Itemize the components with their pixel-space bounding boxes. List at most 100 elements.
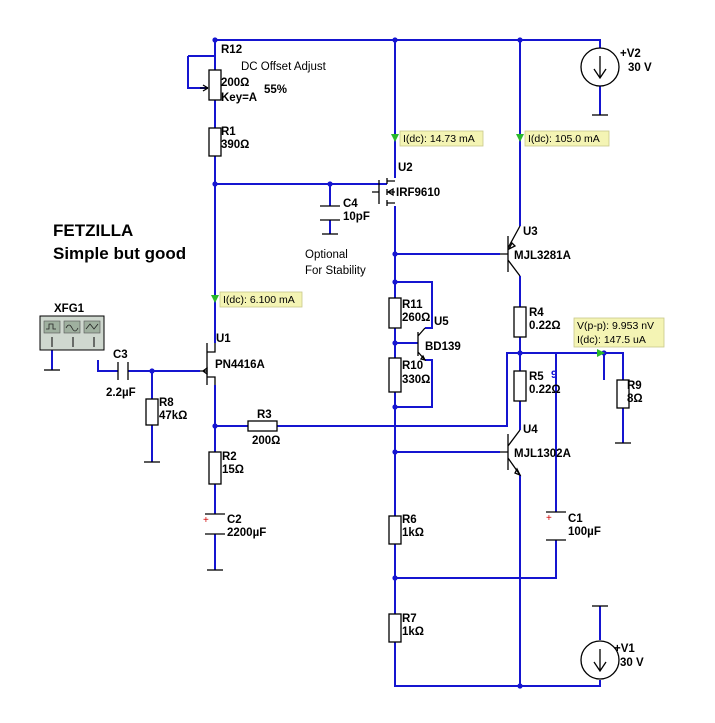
r5-body	[513, 370, 527, 402]
r12-pct: 55%	[264, 84, 287, 96]
c3-value: 2.2µF	[106, 387, 136, 399]
probe-u1-current[interactable]: I(dc): 6.100 mA	[211, 291, 303, 308]
c3-plates	[117, 362, 129, 380]
net-label: 9	[551, 369, 557, 381]
ground-symbols	[44, 114, 631, 607]
r10-body	[388, 357, 402, 393]
c2-plates	[205, 513, 225, 535]
r5-value: 0.22Ω	[529, 384, 561, 396]
u5-ref: U5	[434, 316, 449, 328]
c1-plates	[546, 511, 566, 541]
xfg1-ref: XFG1	[54, 303, 85, 315]
r12-wiper-arrow	[200, 84, 209, 92]
r3-ref: R3	[257, 409, 272, 421]
r2-value: 15Ω	[222, 464, 244, 476]
r10-value: 330Ω	[402, 374, 430, 386]
u5-transistor-symbol	[417, 327, 427, 361]
sine-wave-icon	[65, 324, 79, 332]
u5-part: BD139	[425, 341, 461, 353]
c4-ref: C4	[343, 198, 358, 210]
r9-ref: R9	[627, 380, 642, 392]
r9-value: 8Ω	[627, 393, 643, 405]
u1-part: PN4416A	[215, 359, 265, 371]
r11-body	[388, 297, 402, 329]
r10-ref: R10	[402, 360, 423, 372]
v2-value: 30 V	[628, 62, 652, 74]
c1-plus-sign: +	[546, 513, 552, 524]
component-labels: R12 DC Offset Adjust 200Ω Key=A 55% R1 3…	[54, 44, 652, 669]
c3-ref: C3	[113, 349, 128, 361]
r2-ref: R2	[222, 451, 237, 463]
svg-text:I(dc): 105.0 mA: I(dc): 105.0 mA	[528, 133, 600, 145]
r1-ref: R1	[221, 126, 236, 138]
u2-mosfet-symbol	[372, 178, 395, 206]
v2-dc-source	[580, 47, 620, 87]
r8-body	[145, 398, 159, 426]
u4-ref: U4	[523, 424, 538, 436]
r12-key: Key=A	[221, 92, 257, 104]
r5-ref: R5	[529, 371, 544, 383]
c1-value: 100µF	[568, 526, 601, 538]
r8-ref: R8	[159, 397, 174, 409]
r3-body	[247, 420, 278, 432]
c4-value: 10pF	[343, 211, 370, 223]
r12-ref: R12	[221, 44, 242, 56]
r11-ref: R11	[402, 299, 423, 311]
triangle-wave-icon	[85, 323, 99, 330]
svg-text:I(dc): 147.5 uA: I(dc): 147.5 uA	[577, 334, 646, 346]
r6-body	[388, 515, 402, 545]
r1-body	[208, 127, 222, 157]
u1-jfet-symbol	[200, 343, 216, 385]
c2-ref: C2	[227, 514, 242, 526]
r7-value: 1kΩ	[402, 626, 424, 638]
svg-text:I(dc): 14.73 mA: I(dc): 14.73 mA	[403, 133, 475, 145]
r4-ref: R4	[529, 307, 544, 319]
probe-u3-current[interactable]: I(dc): 105.0 mA	[516, 130, 610, 147]
junction-dots	[149, 37, 607, 689]
r12-body	[208, 69, 222, 101]
r7-body	[388, 613, 402, 643]
u3-part: MJL3281A	[514, 250, 571, 262]
title-line1: FETZILLA	[53, 221, 133, 240]
r9-body	[616, 379, 630, 409]
r3-value: 200Ω	[252, 435, 280, 447]
resistor-bodies	[145, 69, 630, 643]
u3-ref: U3	[523, 226, 538, 238]
u1-ref: U1	[216, 333, 231, 345]
v1-value: 30 V	[620, 657, 644, 669]
c1-ref: C1	[568, 513, 583, 525]
c4-plates	[320, 205, 340, 221]
capacitors	[117, 205, 566, 541]
u2-part: IRF9610	[396, 187, 440, 199]
r6-value: 1kΩ	[402, 527, 424, 539]
r2-body	[208, 451, 222, 485]
xfg1-function-generator[interactable]	[39, 315, 105, 351]
r1-value: 390Ω	[221, 139, 249, 151]
u2-ref: U2	[398, 162, 413, 174]
title-line2: Simple but good	[53, 244, 186, 263]
probe-output[interactable]: V(p-p): 9.953 nV I(dc): 147.5 uA	[573, 317, 665, 357]
v2-sign: +V2	[620, 48, 641, 60]
r4-body	[513, 306, 527, 338]
r12-desc: DC Offset Adjust	[241, 61, 327, 73]
u4-transistor-symbol	[500, 429, 522, 477]
title-block: FETZILLA Simple but good	[53, 221, 186, 263]
probe-u2-current[interactable]: I(dc): 14.73 mA	[391, 130, 484, 147]
svg-text:V(p-p): 9.953 nV: V(p-p): 9.953 nV	[577, 320, 654, 332]
c2-plus-sign: +	[203, 515, 209, 526]
v1-dc-source	[580, 640, 620, 680]
r4-value: 0.22Ω	[529, 320, 561, 332]
note-line2: For Stability	[305, 265, 366, 277]
square-wave-icon	[46, 323, 56, 330]
u3-transistor-symbol	[500, 225, 521, 277]
v1-sign: +V1	[614, 643, 635, 655]
r6-ref: R6	[402, 514, 417, 526]
c2-value: 2200µF	[227, 527, 266, 539]
r11-value: 260Ω	[402, 312, 430, 324]
r8-value: 47kΩ	[159, 410, 187, 422]
u4-part: MJL1302A	[514, 448, 571, 460]
note-line1: Optional	[305, 249, 348, 261]
r7-ref: R7	[402, 613, 417, 625]
r12-value: 200Ω	[221, 77, 249, 89]
